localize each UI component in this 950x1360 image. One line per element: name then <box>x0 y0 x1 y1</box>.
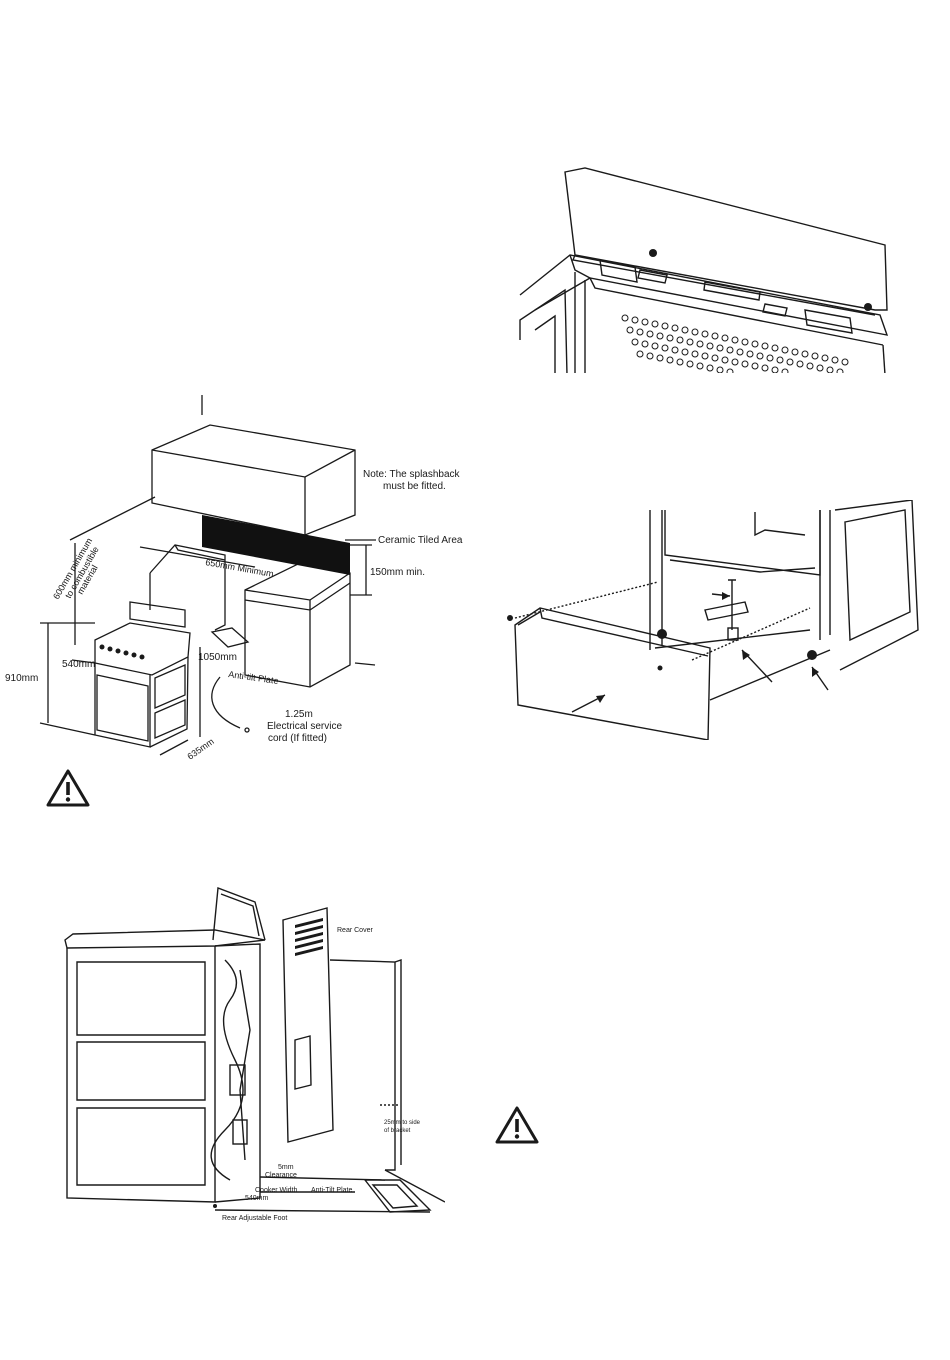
note-line-2: must be fitted. <box>383 481 446 492</box>
cord-line-1: Electrical service <box>267 721 342 732</box>
warning-triangle-icon <box>46 769 90 807</box>
clearance-label: Clearance <box>265 1172 297 1179</box>
rear-adjustable-foot-label: Rear Adjustable Foot <box>222 1215 287 1222</box>
anti-tilt-plate-label: Anti-Tilt Plate <box>311 1187 352 1194</box>
installation-clearance-diagram: Note: The splashback must be fitted. Cer… <box>5 395 463 762</box>
ceramic-tiled-area-label: Ceramic Tiled Area <box>378 535 463 546</box>
min-650-label: 650mm Minimum <box>205 557 275 579</box>
height-1050-label: 1050mm <box>198 652 237 663</box>
kick-panel-illustration <box>507 500 919 740</box>
warning-triangle-icon <box>495 1106 539 1144</box>
clearance-5mm-label: 5mm <box>278 1164 294 1171</box>
rear-cover-diagram: Rear Cover 25mm to side of bracket 5mm C… <box>64 887 445 1222</box>
note-line-1: Note: The splashback <box>363 469 461 480</box>
side-25-line-1: 25mm to side <box>384 1120 421 1126</box>
depth-635-label: 635mm <box>185 736 215 761</box>
cord-line-2: cord (If fitted) <box>268 733 327 744</box>
width-540-label: 540mm <box>62 659 95 670</box>
cord-length-label: 1.25m <box>285 709 313 720</box>
side-25-line-2: of bracket <box>384 1128 411 1134</box>
anti-tilt-plate-label: Anti-tilt Plate <box>228 669 279 686</box>
min-150-label: 150mm min. <box>370 567 425 578</box>
rear-cover-label: Rear Cover <box>337 927 373 934</box>
splashback-hinge-illustration <box>515 167 895 379</box>
width-540-label: 540mm <box>245 1195 269 1202</box>
cooker-width-label: Cooker Width <box>255 1187 298 1194</box>
height-910-label: 910mm <box>5 673 38 684</box>
